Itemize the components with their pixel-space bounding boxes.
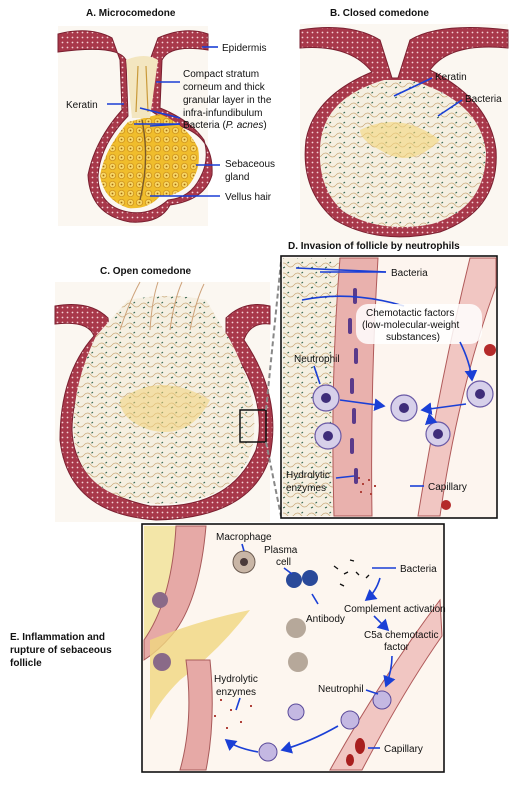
label-hydrolytic-2-e: enzymes <box>216 687 256 698</box>
label-chemotactic-3: substances) <box>386 332 440 343</box>
label-bacteria-p-acnes: Bacteria (P. acnes) <box>183 120 267 131</box>
panel-b-closed-comedone: B. Closed comedone Keratin Bacteria <box>299 8 509 246</box>
plasma-cell-shape <box>286 572 302 588</box>
open-comedone-illustration <box>54 281 274 522</box>
panel-c-title: C. Open comedone <box>100 266 192 277</box>
chemotactic-label-bg <box>356 304 482 344</box>
panel-d-neutrophil-invasion: D. Invasion of follicle by neutrophils B… <box>280 241 498 519</box>
label-hydrolytic-1-e: Hydrolytic <box>214 674 258 685</box>
label-c5a-1: C5a chemotactic <box>364 630 438 641</box>
label-compact-2: corneum and thick <box>183 82 266 93</box>
label-capillary-e: Capillary <box>384 744 423 755</box>
panel-b-title: B. Closed comedone <box>330 8 429 19</box>
panel-e-title-1: E. Inflammation and <box>10 632 105 643</box>
panel-d-title: D. Invasion of follicle by neutrophils <box>288 241 460 252</box>
zoom-guide-bottom <box>265 441 282 517</box>
label-vellus-hair: Vellus hair <box>225 192 272 203</box>
label-c5a-2: factor <box>384 642 410 653</box>
panel-e-title-2: rupture of sebaceous <box>10 645 112 656</box>
label-hydrolytic-1-d: Hydrolytic <box>286 470 330 481</box>
label-hydrolytic-2-d: enzymes <box>286 483 326 494</box>
label-bacteria-e: Bacteria <box>400 564 437 575</box>
label-compact-1: Compact stratum <box>183 69 259 80</box>
label-chemotactic-2: (low-molecular-weight <box>362 320 459 331</box>
microcomedone-illustration <box>57 26 213 226</box>
label-chemotactic-1: Chemotactic factors <box>366 308 454 319</box>
zoom-box <box>239 409 267 443</box>
zoom-guide-top <box>265 261 282 411</box>
panel-e-title-3: follicle <box>10 658 42 669</box>
label-macrophage: Macrophage <box>216 532 272 543</box>
panel-e-illustration <box>143 525 443 771</box>
label-bacteria-d: Bacteria <box>391 268 428 279</box>
label-sebaceous-1: Sebaceous <box>225 159 275 170</box>
label-neutrophil-e: Neutrophil <box>318 684 364 695</box>
label-compact-4: infra-infundibulum <box>183 108 263 119</box>
panel-a-title: A. Microcomedone <box>86 8 176 19</box>
label-epidermis: Epidermis <box>222 43 266 54</box>
label-plasma-2: cell <box>276 557 291 568</box>
label-complement: Complement activation <box>344 604 446 615</box>
label-keratin-b: Keratin <box>435 72 467 83</box>
vellus-hair-shape <box>139 119 147 201</box>
label-keratin-a: Keratin <box>66 100 98 111</box>
panel-a-microcomedone: A. Microcomedone Epidermis Compact strat… <box>57 8 275 226</box>
label-neutrophil-d: Neutrophil <box>294 354 340 365</box>
closed-comedone-illustration <box>299 24 509 246</box>
label-bacteria-b: Bacteria <box>465 94 502 105</box>
label-sebaceous-2: gland <box>225 172 249 183</box>
label-plasma-1: Plasma <box>264 545 298 556</box>
panel-e-inflammation-rupture: E. Inflammation and rupture of sebaceous… <box>10 523 446 773</box>
label-antibody: Antibody <box>306 614 345 625</box>
label-capillary-d: Capillary <box>428 482 467 493</box>
panel-c-open-comedone: C. Open comedone <box>54 261 282 522</box>
label-compact-3: granular layer in the <box>183 95 272 106</box>
